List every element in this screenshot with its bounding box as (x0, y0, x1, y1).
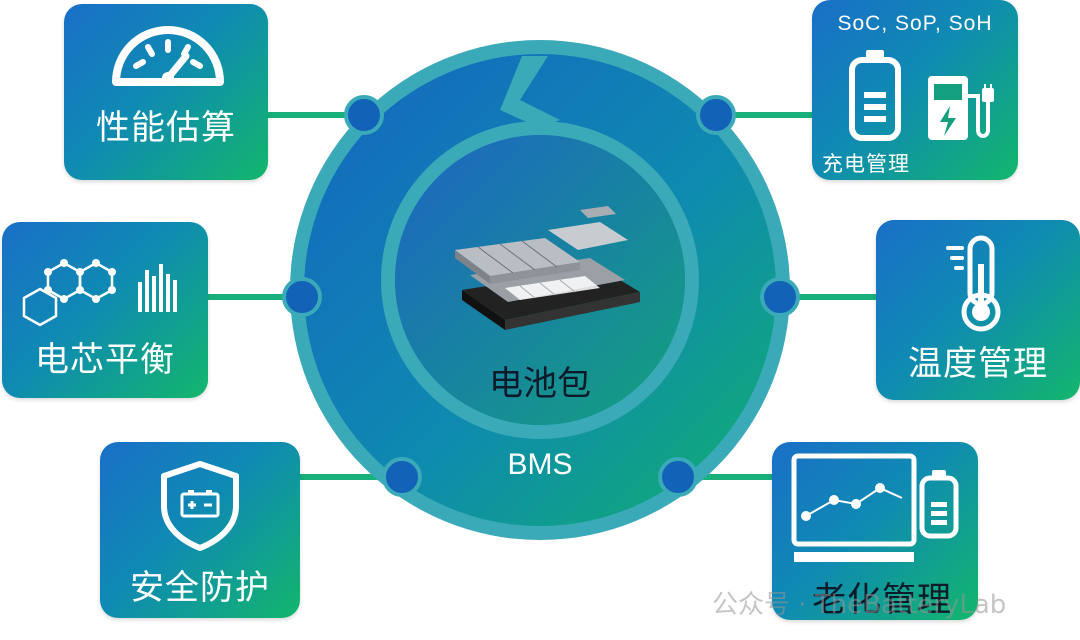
ring-notch (500, 56, 560, 128)
tile-label-safety: 安全防护 (130, 568, 270, 608)
center-label: 电池包 (489, 364, 591, 404)
tile-label-performance: 性能估算 (96, 108, 236, 148)
molecule-bars-icon (22, 259, 177, 327)
connector-dot-safety (382, 457, 422, 497)
connector-dot-performance (344, 95, 384, 135)
monitor-battery-icon (791, 453, 959, 562)
tile-aging-management: 老化管理 (772, 442, 978, 620)
tile-label-balancing: 电芯平衡 (35, 340, 175, 380)
tile-label-aging: 老化管理 (812, 580, 952, 620)
connector-dot-balance (282, 277, 322, 317)
tile-safety-protection: 安全防护 (100, 442, 300, 618)
tile-charging-management: SoC, SoP, SoH 充电管理 (812, 0, 1018, 180)
tile-thermal-management: 温度管理 (876, 220, 1080, 400)
bms-label: BMS (507, 448, 573, 481)
connector-dot-thermal (760, 277, 800, 317)
tile-cell-balancing: 电芯平衡 (2, 222, 208, 398)
shield-battery-icon (161, 461, 239, 551)
connector-dots (282, 95, 800, 497)
inner-ring (381, 121, 699, 439)
tile-label-thermal: 温度管理 (908, 344, 1048, 384)
thermometer-icon (946, 235, 1001, 332)
battery-pack-icon (455, 206, 640, 330)
tile-sublabel-charging: SoC, SoP, SoH (837, 12, 993, 35)
watermark: 公众号 · TheBatteryLab (712, 590, 1007, 620)
connector-dot-charging (696, 95, 736, 135)
tile-performance-estimation: 性能估算 (64, 4, 268, 180)
tile-label-charging: 充电管理 (822, 152, 910, 176)
battery-charger-icon (849, 50, 994, 141)
connector-dot-aging (658, 457, 698, 497)
gauge-icon (112, 26, 224, 86)
